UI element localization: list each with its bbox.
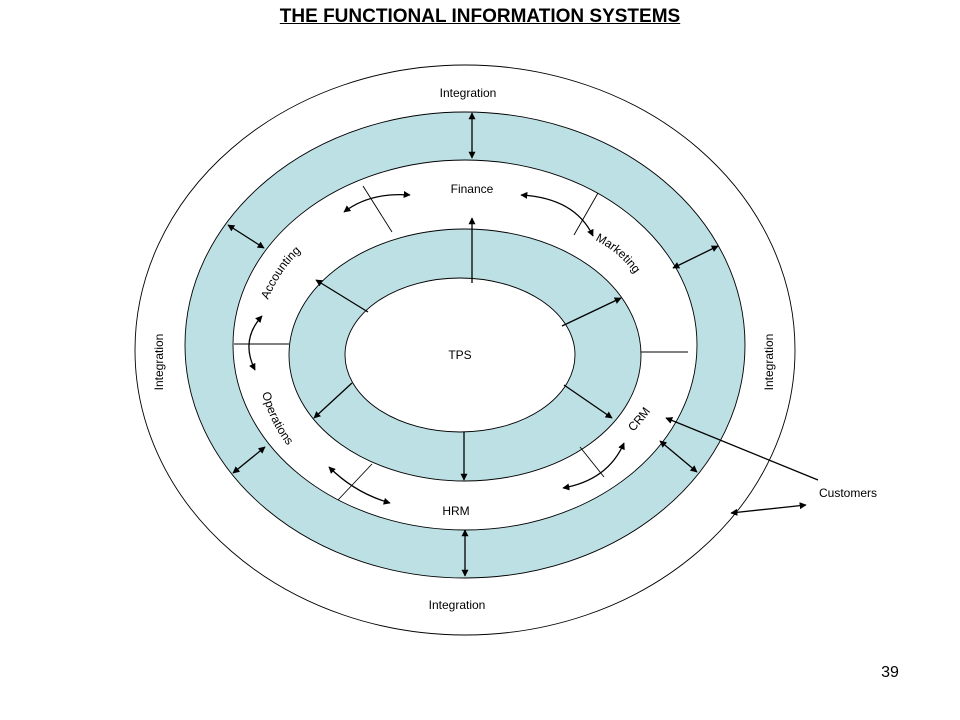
tps-crm-arrow xyxy=(563,384,613,419)
integration-label-left: Integration xyxy=(152,334,166,391)
integration-arrow-lower-left xyxy=(232,446,266,474)
integration-arrow-upper-left xyxy=(227,224,265,249)
integration-label-top: Integration xyxy=(440,86,497,100)
finance-marketing-arrow xyxy=(520,191,594,237)
finance-accounting-arrow xyxy=(343,191,411,213)
crm-customers-arrow xyxy=(665,417,819,481)
accounting-operations-arrow xyxy=(248,315,263,371)
customers-label: Customers xyxy=(819,486,877,500)
integration-label-right: Integration xyxy=(762,334,776,391)
tps-core xyxy=(344,277,576,433)
tps-label: TPS xyxy=(448,348,471,362)
slide-title: THE FUNCTIONAL INFORMATION SYSTEMS xyxy=(279,6,681,27)
integration-label-bottom: Integration xyxy=(429,598,486,612)
integration-arrow-upper-right xyxy=(672,245,719,269)
page-number: 39 xyxy=(881,664,899,681)
finance-label: Finance xyxy=(451,182,494,196)
tps-operations-arrow xyxy=(313,382,353,419)
operations-hrm-arrow xyxy=(328,466,391,505)
integration-outer-ellipse xyxy=(134,64,796,636)
customers-integration-arrow xyxy=(730,502,807,516)
hrm-crm-arrow xyxy=(562,442,625,491)
integration-arrow-lower-right xyxy=(659,440,698,473)
tps-accounting-arrow xyxy=(315,279,369,313)
hrm-label: HRM xyxy=(442,504,469,518)
tps-marketing-arrow xyxy=(561,297,622,327)
